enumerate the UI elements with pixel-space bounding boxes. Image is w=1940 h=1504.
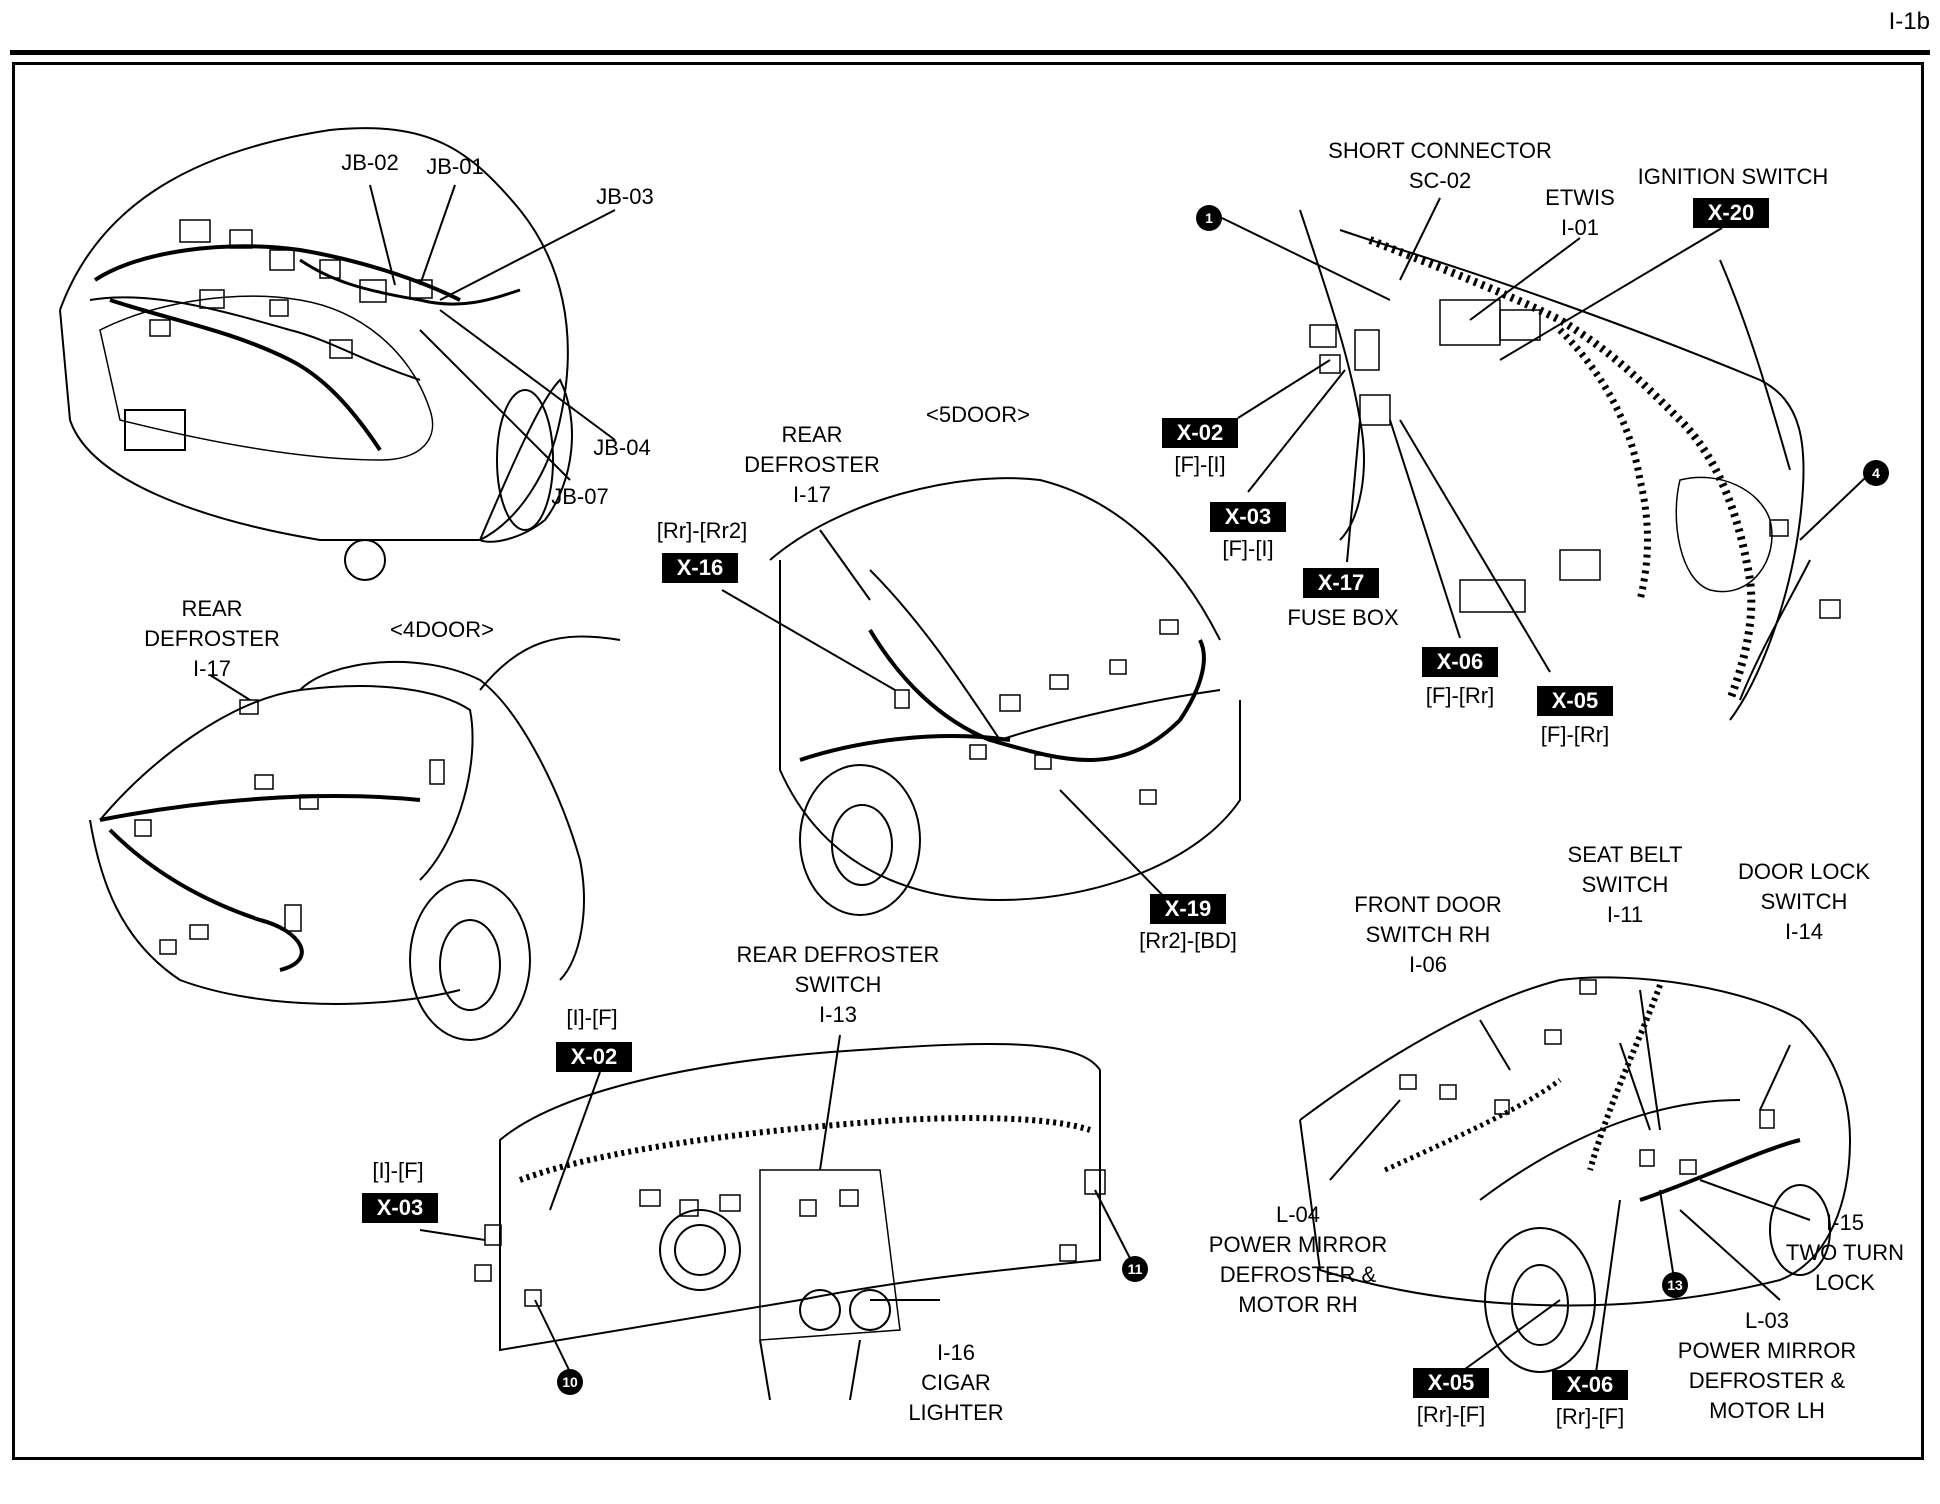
cabin-illustration [1221, 197, 1866, 721]
connector-x-06-cabin: X-06 [1422, 647, 1498, 677]
connector-x-03-cabin: X-03 [1210, 502, 1286, 532]
etwis-title: ETWIS [1545, 185, 1615, 210]
point-10: 10 [557, 1369, 583, 1395]
rear-defroster-switch-code: I-13 [819, 1002, 857, 1027]
mirror-lh-code: L-03 [1744, 1308, 1790, 1333]
five-door-rear-defroster-line1: REAR [781, 422, 843, 447]
connector-x-19: X-19 [1150, 894, 1226, 924]
connector-x-05-cabin: X-05 [1537, 686, 1613, 716]
connector-x-02-cabin-sub: [F]-[I] [1174, 452, 1226, 477]
rear-defroster-switch-line1: REAR DEFROSTER [736, 942, 940, 967]
connector-x-03-dash: X-03 [362, 1193, 438, 1223]
front-door-switch-label: FRONT DOOR SWITCH RH I-06 [1354, 890, 1501, 980]
point-11: 11 [1122, 1256, 1148, 1282]
four-door-illustration [89, 635, 621, 1041]
cigar-lighter-line2: LIGHTER [908, 1400, 1004, 1425]
five-door-rear-defroster-line2: DEFROSTER [744, 452, 880, 477]
four-door-rear-defroster-code: I-17 [193, 656, 231, 681]
mirror-rh-label: L-04 POWER MIRROR DEFROSTER & MOTOR RH [1209, 1200, 1387, 1320]
four-door-rear-defroster-label: REAR DEFROSTER I-17 [144, 594, 280, 684]
connector-x-20: X-20 [1693, 198, 1769, 228]
side-body-illustration [1299, 976, 1851, 1381]
mirror-lh-line1: POWER MIRROR [1677, 1338, 1857, 1363]
jb-03-label: JB-03 [596, 184, 654, 209]
jb-04-label: JB-04 [593, 435, 651, 460]
cigar-lighter-label: I-16 CIGAR LIGHTER [908, 1338, 1003, 1428]
door-lock-switch-code: I-14 [1785, 919, 1823, 944]
connector-x-16: X-16 [662, 553, 738, 583]
header-rule [10, 50, 1930, 55]
point-1: 1 [1196, 205, 1222, 231]
connector-x-05-body: X-05 [1413, 1368, 1489, 1398]
jb-02-label: JB-02 [341, 150, 399, 175]
mirror-rh-line3: MOTOR RH [1238, 1292, 1358, 1317]
connector-x-17: X-17 [1303, 568, 1379, 598]
seat-belt-switch-label: SEAT BELT SWITCH I-11 [1568, 840, 1683, 930]
connector-x-05-cabin-sub: [F]-[Rr] [1540, 722, 1610, 747]
mirror-rh-line2: DEFROSTER & [1219, 1262, 1377, 1287]
cigar-lighter-code: I-16 [937, 1340, 975, 1365]
five-door-illustration [721, 477, 1241, 916]
front-door-switch-code: I-06 [1409, 952, 1447, 977]
door-lock-switch-line2: SWITCH [1760, 889, 1848, 914]
connector-x-03-cabin-sub: [F]-[I] [1222, 536, 1274, 561]
connector-x-06-body: X-06 [1552, 1370, 1628, 1400]
mirror-rh-line1: POWER MIRROR [1208, 1232, 1388, 1257]
cigar-lighter-line1: CIGAR [921, 1370, 991, 1395]
seat-belt-switch-code: I-11 [1606, 902, 1644, 927]
connector-x-19-sub: [Rr2]-[BD] [1139, 928, 1237, 953]
engine-bay-illustration [59, 127, 616, 581]
two-turn-lock-label: I-15 TWO TURN LOCK [1786, 1208, 1904, 1298]
rear-defroster-switch-line2: SWITCH [794, 972, 882, 997]
fuse-box-label: FUSE BOX [1287, 605, 1399, 630]
connector-x-02-cabin: X-02 [1162, 418, 1238, 448]
connector-x-02-dash: X-02 [556, 1042, 632, 1072]
five-door-title: <5DOOR> [926, 402, 1030, 427]
front-door-switch-line2: SWITCH RH [1365, 922, 1491, 947]
connector-x-05-body-sub: [Rr]-[F] [1416, 1402, 1486, 1427]
four-door-rear-defroster-line1: REAR [181, 596, 243, 621]
jb-01-label: JB-01 [426, 154, 484, 179]
connector-x-03-dash-sub: [I]-[F] [372, 1158, 424, 1183]
five-door-rear-defroster-label: REAR DEFROSTER I-17 [744, 420, 880, 510]
point-13: 13 [1662, 1272, 1688, 1298]
connector-x-16-sub: [Rr]-[Rr2] [656, 518, 748, 543]
short-connector-code: SC-02 [1408, 168, 1472, 193]
short-connector-title: SHORT CONNECTOR [1328, 138, 1552, 163]
seat-belt-switch-line2: SWITCH [1581, 872, 1669, 897]
door-lock-switch-line1: DOOR LOCK [1737, 859, 1871, 884]
seat-belt-switch-line1: SEAT BELT [1567, 842, 1683, 867]
connector-x-02-dash-sub: [I]-[F] [566, 1005, 618, 1030]
ignition-switch-label: IGNITION SWITCH [1637, 164, 1829, 189]
two-turn-lock-line2: LOCK [1815, 1270, 1875, 1295]
short-connector-label: SHORT CONNECTOR SC-02 [1328, 136, 1552, 196]
point-4: 4 [1863, 460, 1889, 486]
etwis-label: ETWIS I-01 [1545, 183, 1615, 243]
diagram-frame [12, 62, 1924, 1460]
mirror-rh-code: L-04 [1275, 1202, 1321, 1227]
front-door-switch-line1: FRONT DOOR [1354, 892, 1502, 917]
four-door-title: <4DOOR> [390, 617, 494, 642]
mirror-lh-line2: DEFROSTER & [1688, 1368, 1846, 1393]
door-lock-switch-label: DOOR LOCK SWITCH I-14 [1738, 857, 1870, 947]
two-turn-lock-code: I-15 [1826, 1210, 1864, 1235]
rear-defroster-switch-label: REAR DEFROSTER SWITCH I-13 [737, 940, 940, 1030]
mirror-lh-line3: MOTOR LH [1709, 1398, 1825, 1423]
connector-x-06-cabin-sub: [F]-[Rr] [1425, 683, 1495, 708]
connector-x-06-body-sub: [Rr]-[F] [1555, 1404, 1625, 1429]
four-door-rear-defroster-line2: DEFROSTER [144, 626, 280, 651]
two-turn-lock-line1: TWO TURN [1785, 1240, 1905, 1265]
mirror-lh-label: L-03 POWER MIRROR DEFROSTER & MOTOR LH [1678, 1306, 1856, 1426]
page-code: I-1b [1888, 8, 1930, 35]
five-door-rear-defroster-code: I-17 [793, 482, 831, 507]
jb-07-label: JB-07 [551, 484, 609, 509]
dashboard-illustration [419, 1034, 1136, 1401]
etwis-code: I-01 [1561, 215, 1599, 240]
